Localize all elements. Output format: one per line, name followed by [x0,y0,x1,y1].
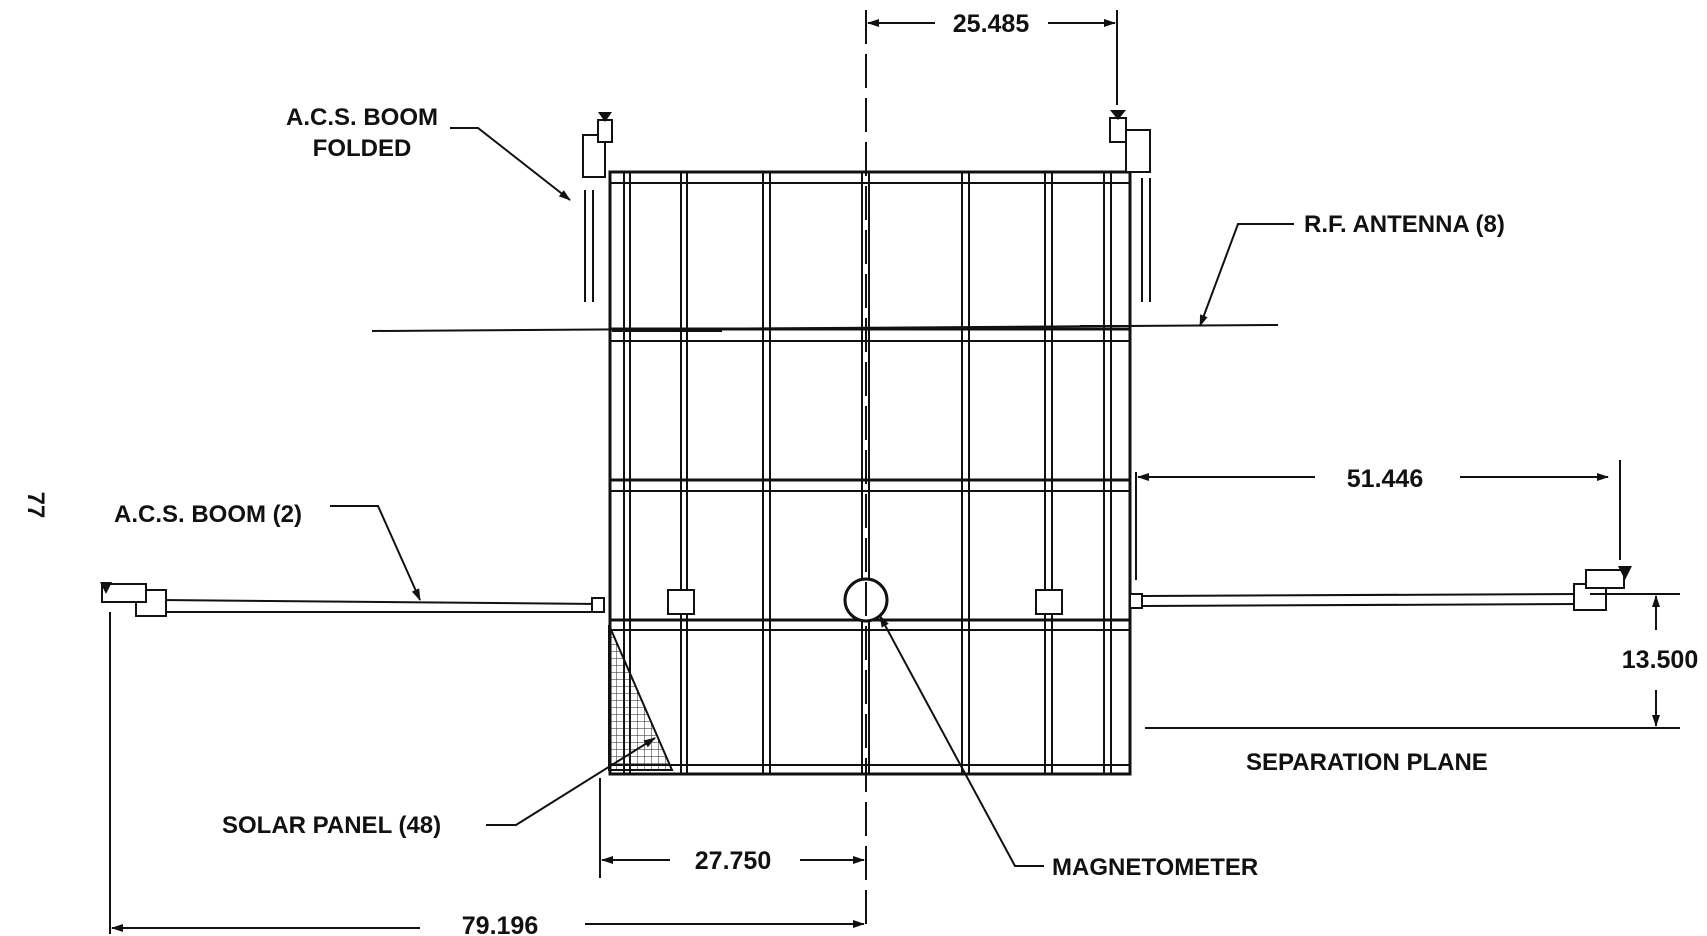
label-solar-panel: SOLAR PANEL (48) [222,812,441,839]
leader-acs-boom [330,505,421,601]
satellite-body [608,170,1132,776]
acs-boom-folded-left [582,112,613,302]
acs-boom-folded-right [1109,110,1151,302]
dim-13500: 13.500 [1622,646,1698,674]
page-number: 77 [22,492,49,519]
label-acs-boom: A.C.S. BOOM (2) [114,501,302,528]
dim-79196: 79.196 [462,912,538,936]
acs-boom-left [100,582,605,617]
dimension-boom-tip-to-center: 79.196 [109,612,865,936]
dimension-boom-height: 13.500 [1145,593,1698,729]
dim-25485: 25.485 [953,10,1030,38]
acs-boom-right [1129,566,1632,611]
label-separation-plane: SEPARATION PLANE [1246,749,1488,776]
solar-panel-hatch [608,624,674,771]
label-acs-boom-folded-line2: FOLDED [313,135,412,162]
leader-rf-antenna [1199,223,1294,327]
leader-solar-panel [486,737,656,826]
leader-acs-boom-folded [450,127,571,201]
label-magnetometer: MAGNETOMETER [1052,854,1258,881]
dimension-boom-length: 51.446 [1135,460,1621,580]
dim-27750: 27.750 [695,847,771,875]
leader-magnetometer [879,615,1044,867]
dimension-top-half-width: 25.485 [867,10,1118,105]
label-rf-antenna: R.F. ANTENNA (8) [1304,211,1505,238]
dim-51446: 51.446 [1347,465,1423,493]
label-acs-boom-folded-line1: A.C.S. BOOM [286,104,438,131]
dimension-half-body-width: 27.750 [599,778,865,878]
rf-antenna-rod [371,324,1279,332]
